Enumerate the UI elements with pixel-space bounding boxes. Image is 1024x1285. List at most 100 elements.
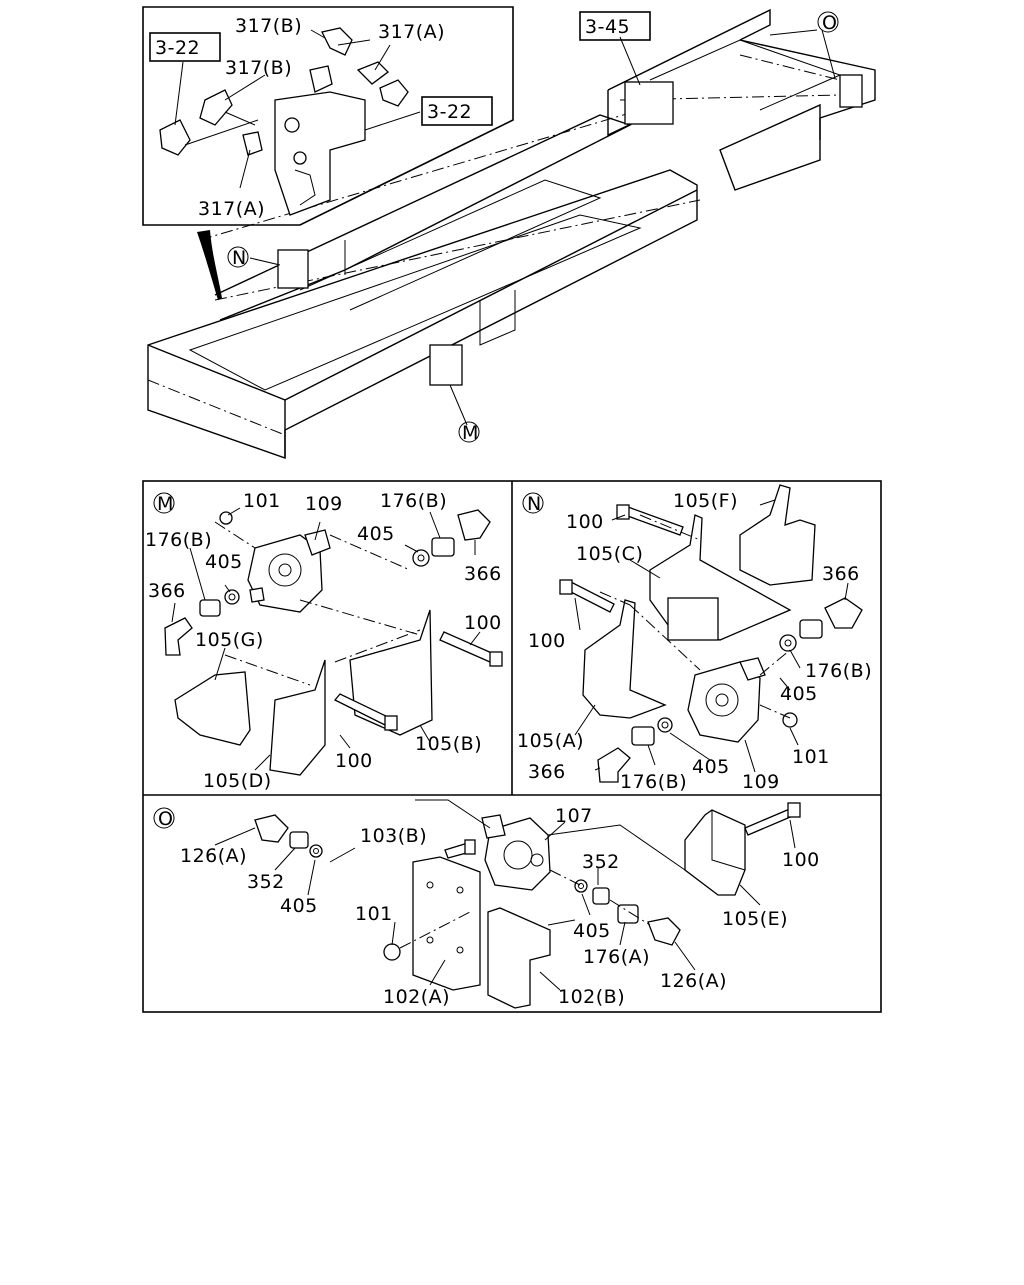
panel-n: N 105(F) 100 105(C) 366 100 176(B) 405 1…: [517, 484, 872, 793]
marker-n: N: [527, 493, 542, 515]
washer-405-n-bottom: [657, 717, 673, 733]
label-176a: 176(A): [583, 946, 650, 968]
label-105d: 105(D): [203, 770, 272, 792]
circle-marker-n-top: [227, 246, 249, 268]
label-105a: 105(A): [517, 730, 584, 752]
fitting-352-left: [289, 831, 309, 849]
label-100-n-top: 100: [566, 511, 604, 533]
label-126a-left: 126(A): [180, 845, 247, 867]
bracket-105f: [739, 484, 816, 586]
label-405-n-right: 405: [780, 683, 818, 705]
bracket-105d: [269, 659, 326, 776]
label-102a: 102(A): [383, 986, 450, 1008]
circle-marker-m: [153, 492, 175, 514]
bolt-100-n-left: [566, 581, 615, 613]
label-107: 107: [555, 805, 593, 827]
washer-405-m-right: [412, 549, 430, 567]
label-105c: 105(C): [576, 543, 643, 565]
elbow-366-n-bottom: [597, 747, 631, 783]
label-100-m-bottom: 100: [335, 750, 373, 772]
inset-pointer: [197, 230, 222, 300]
label-366-m-left: 366: [148, 580, 186, 602]
ref-box-3-45: [579, 11, 651, 41]
label-317b-mid: 317(B): [225, 57, 292, 79]
label-105f: 105(F): [673, 490, 738, 512]
plate-102a: [412, 856, 481, 991]
panel-m: M 101 109 176(B) 405 366 176(B) 405 366 …: [145, 490, 503, 792]
label-405-mid: 405: [573, 920, 611, 942]
label-109-m: 109: [305, 493, 343, 515]
bracket-105a: [582, 599, 667, 719]
label-105g: 105(G): [195, 629, 264, 651]
elbow-126a-right: [647, 917, 681, 946]
detail-panels: [142, 480, 882, 1013]
nut-101-m: [219, 511, 233, 525]
label-100-o: 100: [782, 849, 820, 871]
bracket-105g: [174, 671, 251, 746]
elbow-366-m-left: [164, 617, 193, 656]
valve-o-location: [624, 81, 674, 125]
ref-3-22-left: 3-22: [155, 37, 200, 59]
label-405-left: 405: [280, 895, 318, 917]
label-105b: 105(B): [415, 733, 482, 755]
circle-marker-o: [153, 807, 175, 829]
marker-m-top: M: [462, 422, 479, 444]
fitting-352-right: [592, 887, 610, 905]
label-176b-m-top: 176(B): [380, 490, 447, 512]
valve-m-location: [429, 344, 463, 386]
washer-405-left: [309, 844, 323, 858]
label-100-n-left: 100: [528, 630, 566, 652]
label-352-left: 352: [247, 871, 285, 893]
fitting-176b-n-bottom: [631, 726, 655, 746]
marker-o-top: O: [822, 12, 837, 34]
panel-o: O 107 103(B) 126(A) 352 405 352 100 101 …: [153, 799, 820, 1009]
label-100-m-right: 100: [464, 612, 502, 634]
valve-n-location: [277, 249, 309, 289]
label-366-n-bottom: 366: [528, 761, 566, 783]
label-352-right: 352: [582, 851, 620, 873]
label-176b-m-left: 176(B): [145, 529, 212, 551]
label-101-m: 101: [243, 490, 281, 512]
nut-101-n: [782, 712, 798, 728]
label-317a-bottom: 317(A): [198, 198, 265, 220]
label-102b: 102(B): [558, 986, 625, 1008]
ref-3-45: 3-45: [585, 16, 630, 38]
fitting-176b-m-left: [199, 599, 221, 617]
circle-marker-m-top: [458, 421, 480, 443]
top-labels: 3-22 3-22 3-45 317(B) 317(A) 317(B) 317(…: [149, 11, 839, 444]
circle-marker-n: [522, 492, 544, 514]
top-leader-lines: [174, 29, 836, 426]
label-405-m-left: 405: [205, 551, 243, 573]
label-366-m-right: 366: [464, 563, 502, 585]
bolt-100-m-right: [439, 631, 495, 663]
fitting-176b-n-right: [799, 619, 823, 639]
elbow-126a-left: [254, 814, 289, 843]
label-176b-n-right: 176(B): [805, 660, 872, 682]
label-101-n: 101: [792, 746, 830, 768]
fitting-176a: [617, 904, 639, 924]
label-126a-right: 126(A): [660, 970, 727, 992]
washer-405-n-right: [779, 634, 797, 652]
elbow-366-n: [824, 597, 863, 629]
valve-109-m: [247, 534, 323, 613]
bracket-105e: [684, 809, 746, 896]
plate-102b: [487, 907, 551, 1009]
elbow-366-m-right: [457, 509, 491, 541]
inset-box: [142, 6, 514, 226]
marker-n-top: N: [232, 247, 247, 269]
label-109-n: 109: [742, 771, 780, 793]
label-101-o: 101: [355, 903, 393, 925]
label-105e: 105(E): [722, 908, 788, 930]
label-366-n: 366: [822, 563, 860, 585]
washer-405-mid: [574, 879, 588, 893]
ref-3-22-right: 3-22: [427, 101, 472, 123]
nut-101-o: [383, 943, 401, 961]
label-317a-top: 317(A): [378, 21, 445, 43]
washer-405-m-left: [224, 589, 240, 605]
ref-box-3-22-left: [149, 32, 221, 62]
ref-box-3-22-right: [421, 96, 493, 126]
bracket-105b: [349, 609, 433, 736]
circle-marker-o-top: [817, 11, 839, 33]
label-176b-n-bottom: 176(B): [620, 771, 687, 793]
